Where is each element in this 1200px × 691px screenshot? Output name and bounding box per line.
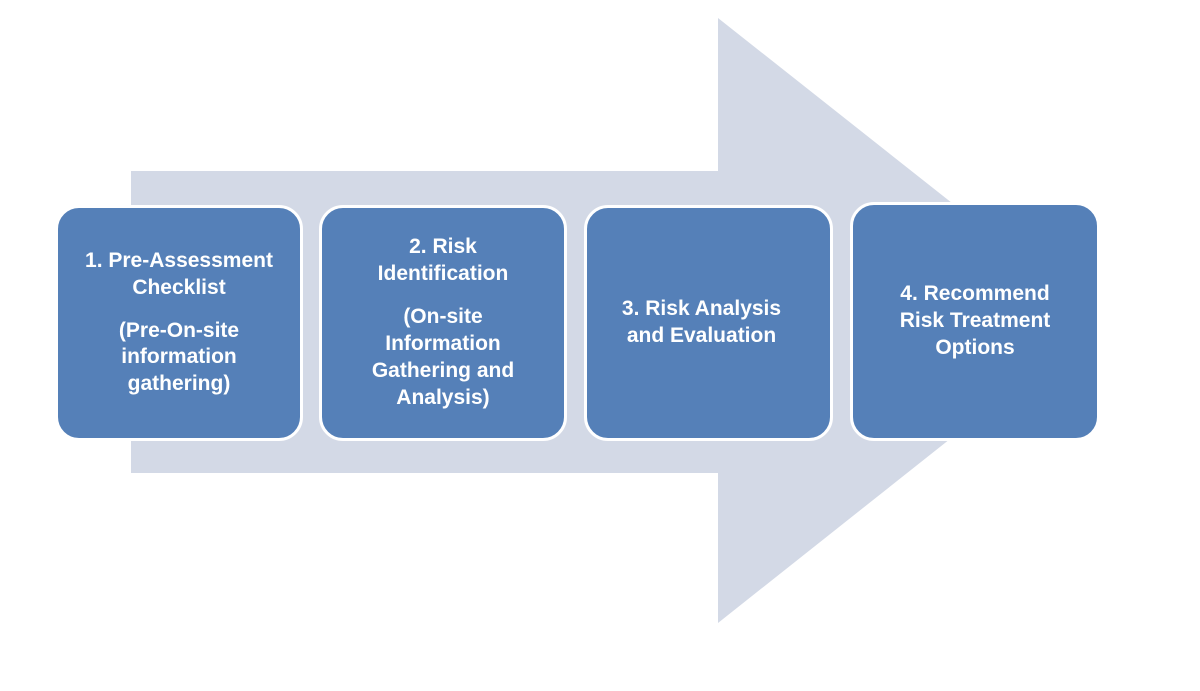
step-4-title: 4. Recommend Risk Treatment Options: [899, 282, 1051, 359]
process-step-3[interactable]: 3. Risk Analysis and Evaluation: [584, 205, 833, 441]
process-step-1[interactable]: 1. Pre-Assessment Checklist (Pre-On-site…: [55, 205, 303, 441]
step-1-subtitle: (Pre-On-site information gathering): [118, 318, 240, 396]
step-2-title: 2. Risk Identification: [377, 235, 509, 286]
process-step-2[interactable]: 2. Risk Identification (On-site Informat…: [319, 205, 567, 441]
process-step-4[interactable]: 4. Recommend Risk Treatment Options: [850, 202, 1100, 441]
step-3-title: 3. Risk Analysis and Evaluation: [621, 297, 782, 347]
step-1-title: 1. Pre-Assessment Checklist: [85, 248, 273, 299]
step-2-subtitle: (On-site Information Gathering and Analy…: [371, 305, 515, 409]
